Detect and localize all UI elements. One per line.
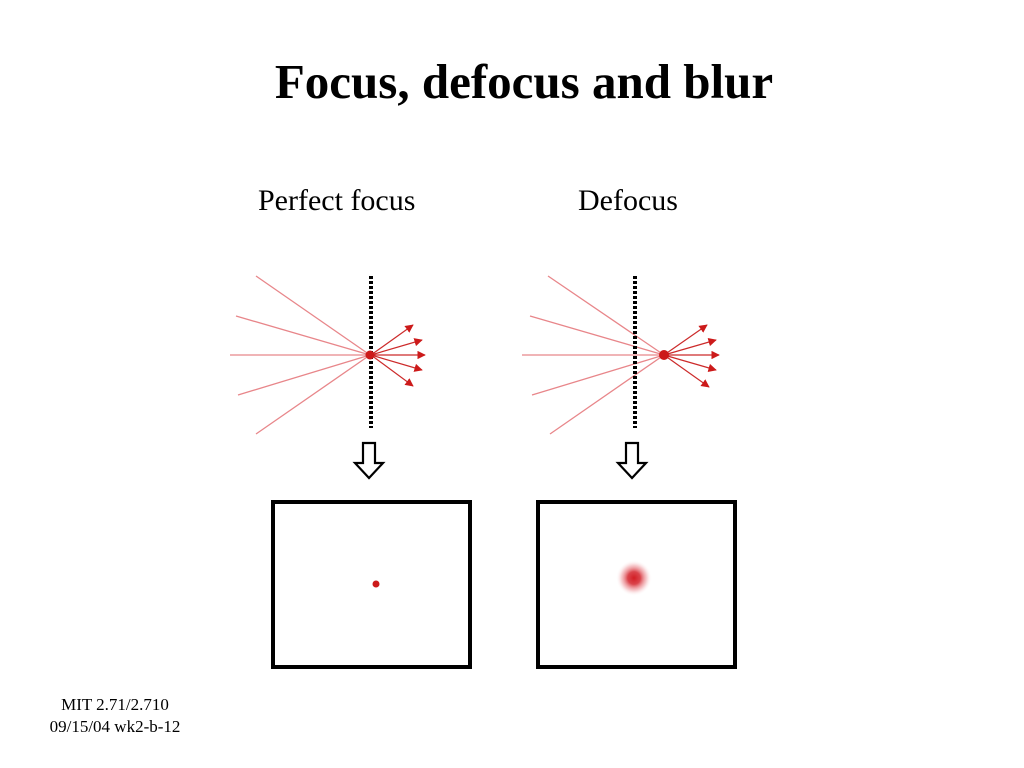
incoming-ray: [255, 354, 371, 435]
incoming-ray: [529, 315, 665, 356]
outgoing-rays: [663, 324, 720, 388]
incoming-ray: [255, 275, 371, 356]
incoming-ray: [549, 354, 665, 435]
outgoing-rays: [370, 324, 426, 387]
outgoing-ray: [663, 324, 708, 356]
down-arrow-icon: [352, 441, 386, 480]
outgoing-ray: [370, 354, 423, 372]
outgoing-ray: [370, 324, 414, 356]
perfect-focus-ray-diagram: [230, 275, 426, 435]
course-number: MIT 2.71/2.710: [61, 695, 169, 714]
incoming-ray: [235, 315, 371, 356]
incoming-rays: [522, 275, 665, 435]
focal-point: [659, 350, 669, 360]
blurred-spot: [616, 560, 652, 596]
incoming-rays: [230, 275, 371, 435]
slide-footer: MIT 2.71/2.710 09/15/04 wk2-b-12: [20, 694, 210, 738]
incoming-ray: [531, 354, 665, 396]
outgoing-ray: [663, 338, 717, 356]
outgoing-ray: [370, 354, 414, 387]
incoming-ray: [547, 275, 665, 356]
down-arrow-icon: [615, 441, 649, 480]
outgoing-ray: [663, 354, 717, 372]
perfect-focus-label: Perfect focus: [258, 184, 416, 217]
outgoing-ray: [370, 338, 423, 356]
focused-spot: [372, 580, 380, 588]
focused-image-frame: [271, 500, 472, 669]
outgoing-ray: [663, 354, 710, 388]
defocus-ray-diagram: [522, 275, 720, 435]
date-code: 09/15/04 wk2-b-12: [49, 717, 181, 736]
focal-point: [365, 350, 375, 360]
incoming-ray: [237, 354, 371, 396]
slide-title: Focus, defocus and blur: [274, 54, 774, 109]
defocus-label: Defocus: [578, 184, 678, 217]
